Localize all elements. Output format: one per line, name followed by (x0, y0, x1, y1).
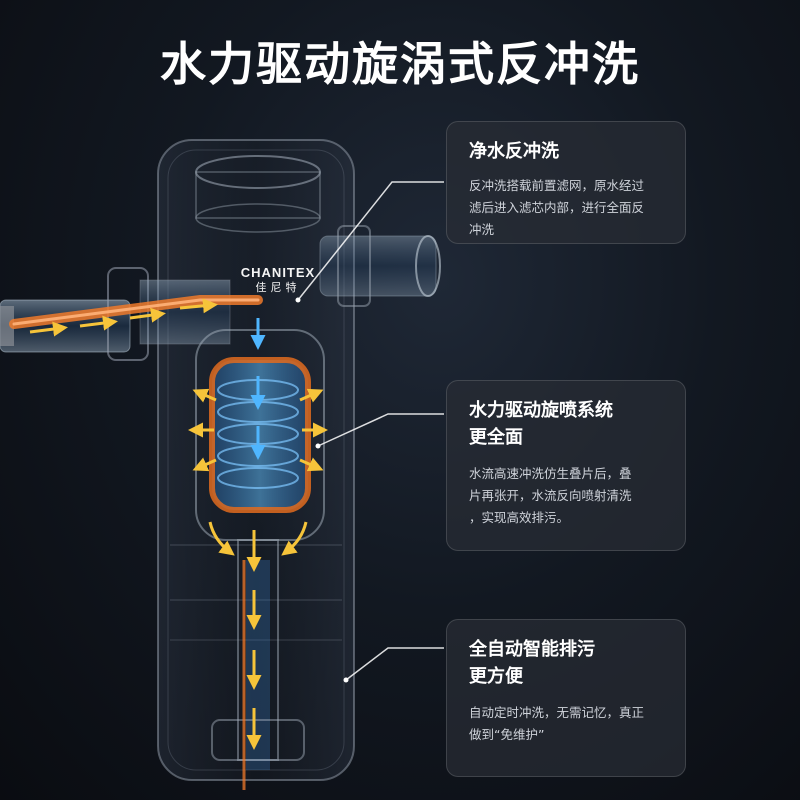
feature-description: 自动定时冲洗，无需记忆，真正 做到“免维护” (469, 705, 645, 742)
brand-logo-en: CHANITEX (240, 265, 316, 280)
feature-card-spray-system: 水力驱动旋喷系统 更全面 水流高速冲洗仿生叠片后，叠 片再张开，水流反向喷射清洗… (446, 380, 686, 551)
feature-title: 全自动智能排污 更方便 (469, 639, 595, 687)
inflow-arrows (29, 298, 218, 337)
spray-arrows (188, 388, 328, 472)
flow-path-orange (9, 295, 263, 329)
brand-logo-cn: 佳尼特 (255, 281, 301, 294)
feature-card-auto-drain: 全自动智能排污 更方便 自动定时冲洗，无需记忆，真正 做到“免维护” (446, 619, 686, 777)
outlet-pipe (319, 225, 441, 307)
feature-card-backwash: 净水反冲洗 反冲洗搭载前置滤网，原水经过 滤后进入滤芯内部，进行全面反 冲洗 (446, 121, 686, 244)
feature-title: 水力驱动旋喷系统 更全面 (469, 400, 613, 448)
feature-description: 水流高速冲洗仿生叠片后，叠 片再张开，水流反向喷射清洗 ，实现高效排污。 (469, 466, 632, 525)
feature-description: 反冲洗搭载前置滤网，原水经过 滤后进入滤芯内部，进行全面反 冲洗 (469, 178, 645, 237)
feature-title: 净水反冲洗 (469, 141, 559, 162)
callout-lines (295, 181, 444, 683)
page-title: 水力驱动旋涡式反冲洗 (160, 37, 640, 91)
drain-arrows (208, 521, 308, 790)
